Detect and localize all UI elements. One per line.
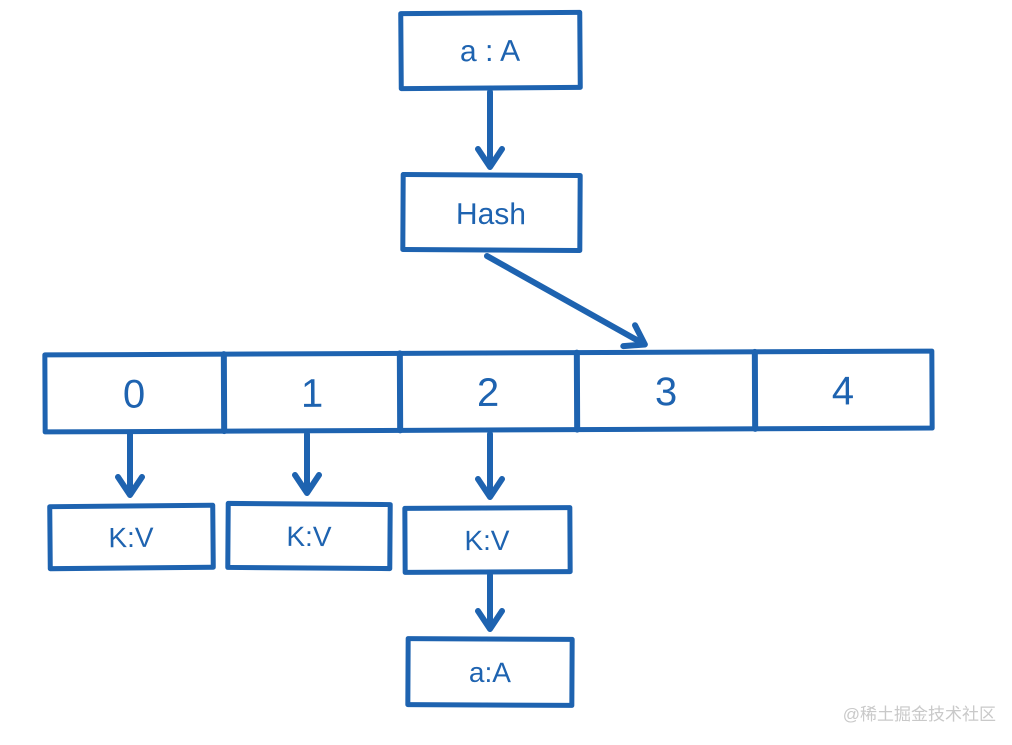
key-node: a : A — [398, 9, 583, 92]
bucket-cell-1-label: 1 — [301, 372, 323, 416]
entry-node: a:A — [405, 636, 575, 708]
arrow-hash-to-bucket-3 — [484, 253, 648, 350]
bucket-array-outline — [42, 348, 935, 435]
bucket-cell-2-label: 2 — [477, 371, 499, 415]
kv-node-1-box — [225, 500, 393, 572]
kv-node-2: K:V — [402, 505, 573, 575]
kv-node-0-label: K:V — [108, 522, 154, 553]
entry-node-box — [405, 636, 575, 708]
key-node-label: a : A — [460, 35, 520, 68]
hash-node-box — [400, 172, 583, 253]
hash-node-label: Hash — [456, 198, 526, 231]
bucket-array: 0 1 2 3 4 — [42, 348, 935, 435]
kv-node-2-box — [402, 505, 573, 575]
kv-node-2-label: K:V — [464, 525, 510, 556]
entry-node-label: a:A — [469, 657, 512, 688]
hash-node: Hash — [400, 172, 583, 253]
kv-node-0-box — [47, 502, 216, 572]
bucket-cell-0-label: 0 — [123, 372, 145, 416]
key-node-box — [398, 9, 583, 92]
bucket-cell-3-label: 3 — [655, 370, 677, 414]
kv-node-0: K:V — [47, 502, 216, 572]
bucket-cell-4-label: 4 — [832, 369, 854, 413]
kv-node-1-label: K:V — [286, 521, 332, 552]
kv-node-1: K:V — [225, 500, 393, 572]
watermark-text: @稀土掘金技术社区 — [843, 705, 996, 724]
